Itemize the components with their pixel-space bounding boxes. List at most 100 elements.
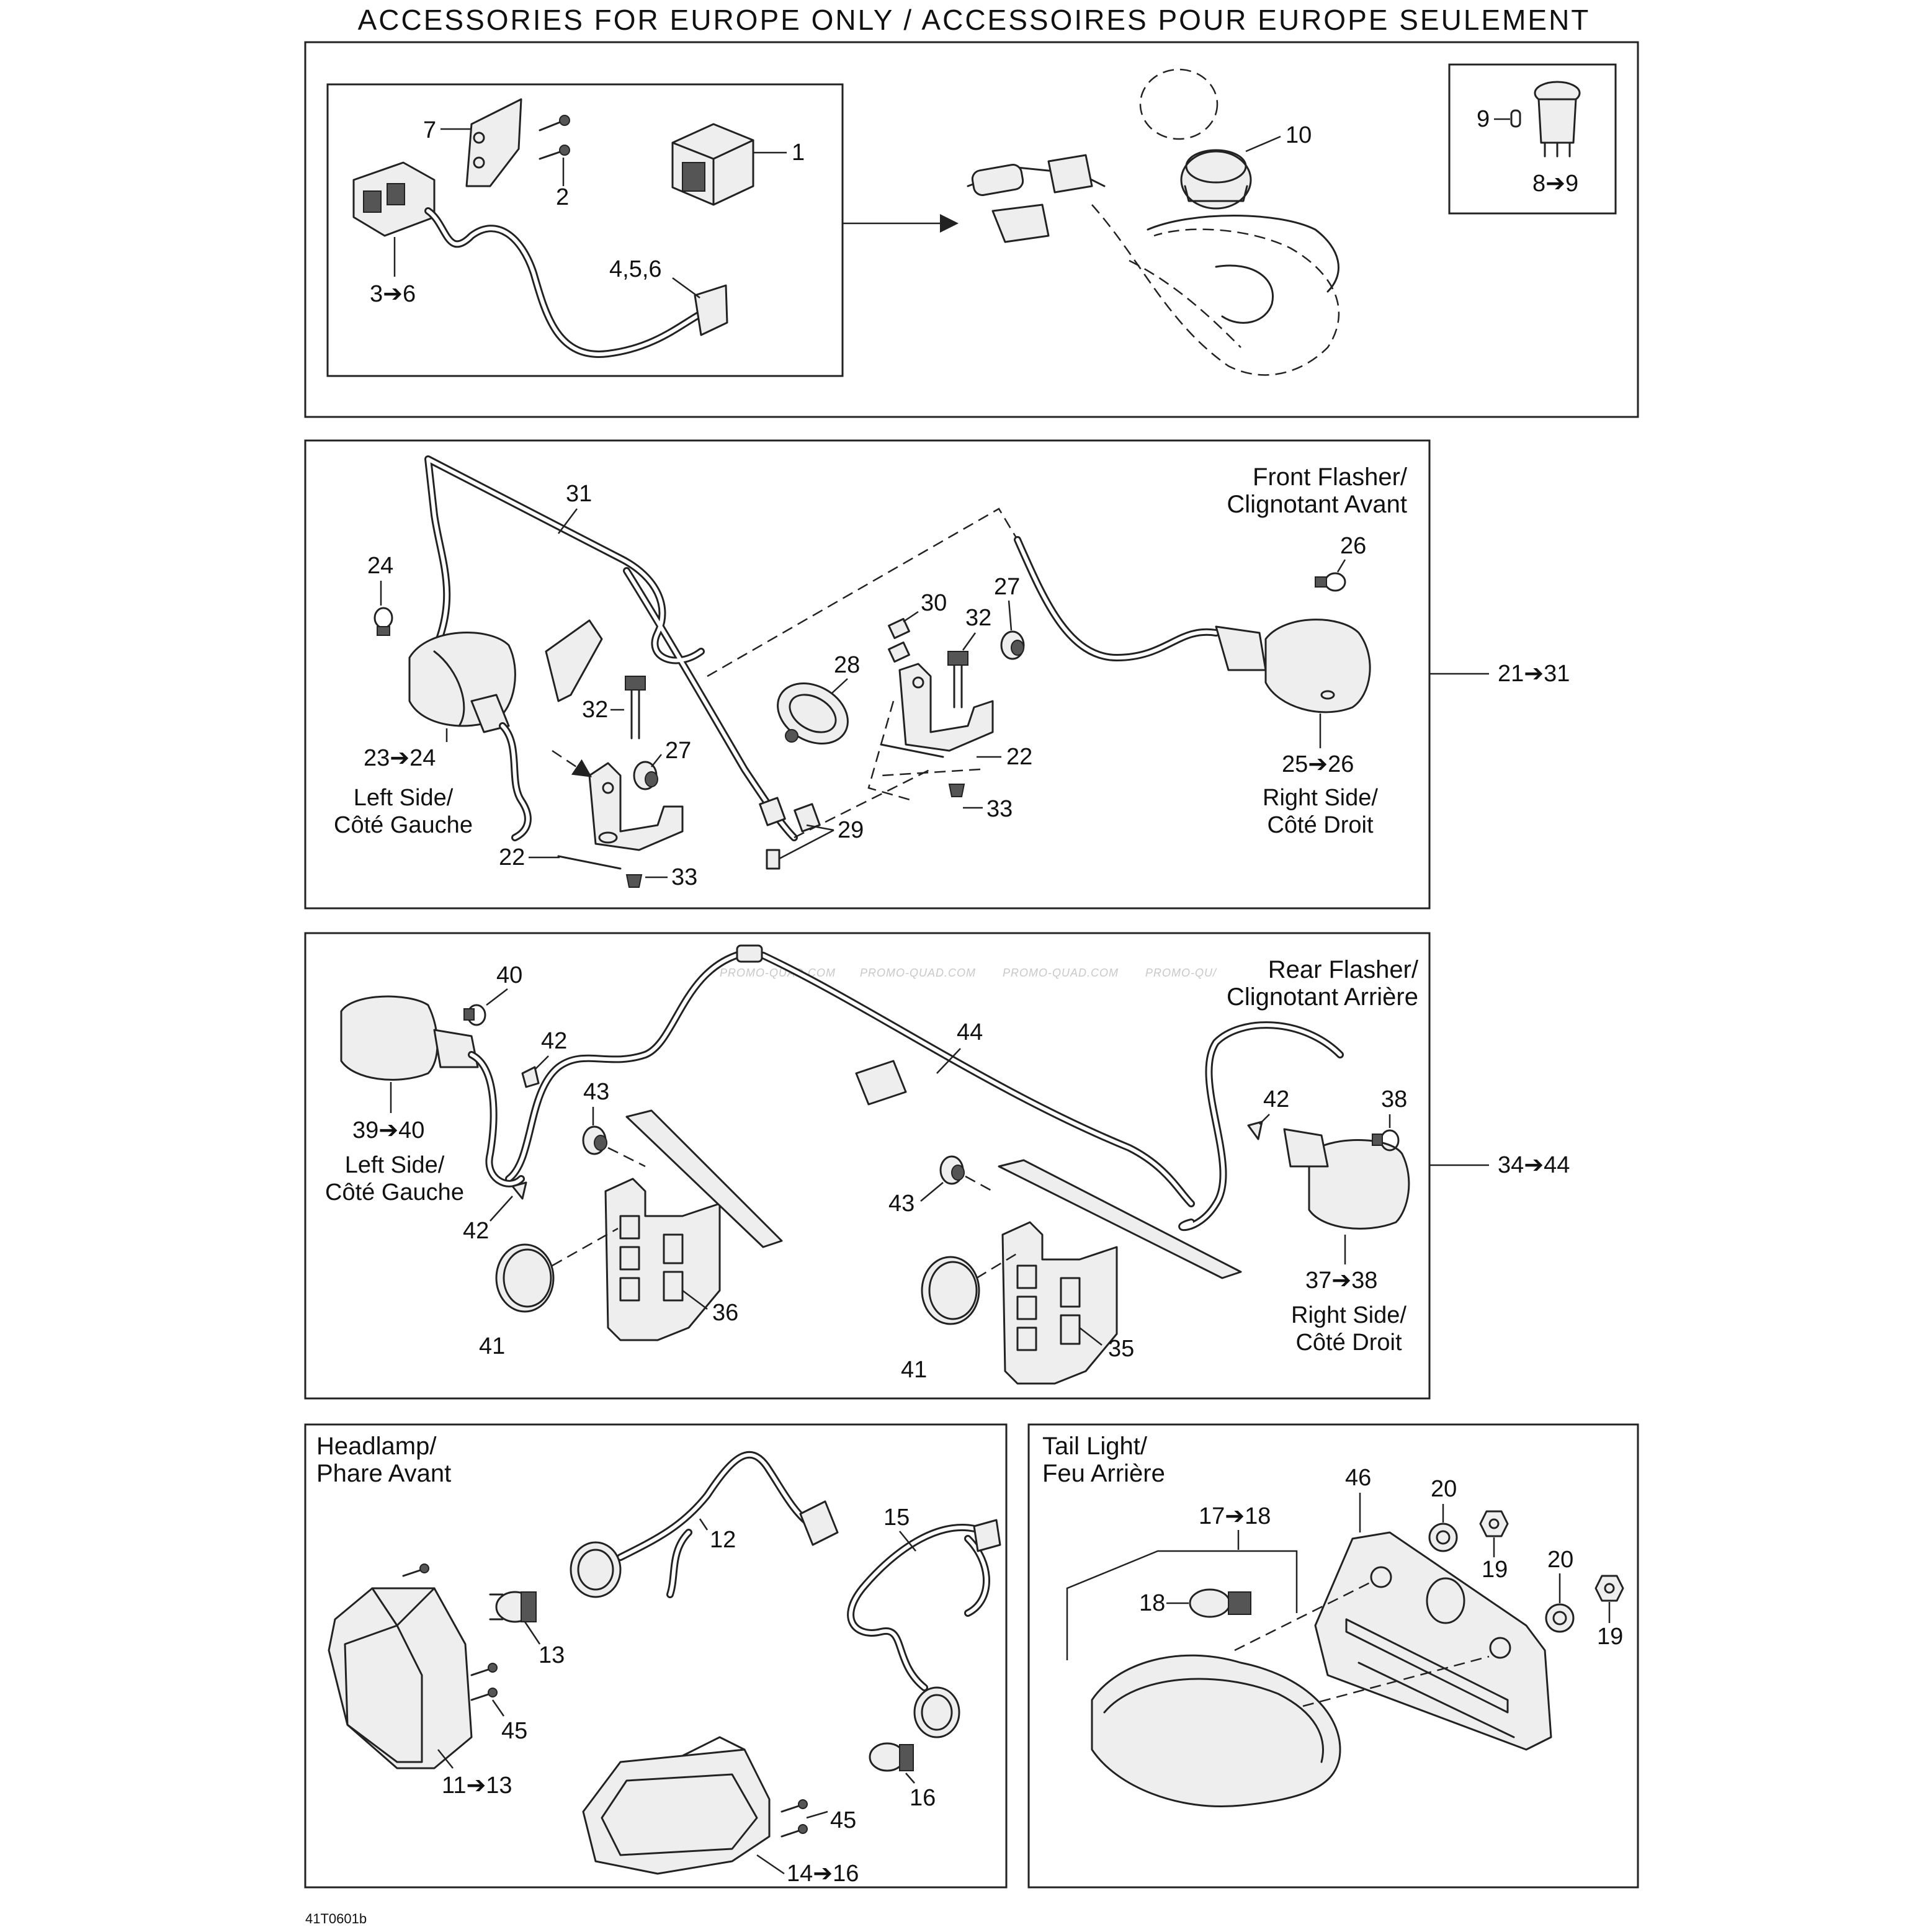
connector-part bbox=[545, 619, 603, 702]
callout-26: 26 bbox=[1340, 533, 1366, 559]
callout-16: 16 bbox=[910, 1785, 936, 1811]
bolt-part-32-right bbox=[947, 651, 968, 709]
callout-32-right: 32 bbox=[965, 605, 991, 631]
rear-flasher-title-1: Rear Flasher/ bbox=[1268, 956, 1419, 983]
watermark-1: PROMO-QUAD.COM bbox=[720, 967, 836, 979]
range-21-31: 21➔31 bbox=[1498, 661, 1570, 687]
watermark-2: PROMO-QUAD.COM bbox=[860, 967, 976, 979]
harness-dashed-route bbox=[707, 508, 1019, 678]
bulb-part-13 bbox=[489, 1591, 537, 1623]
callout-20-a: 20 bbox=[1431, 1476, 1457, 1502]
clip-part-29 bbox=[759, 797, 821, 870]
panel-top-small-inset bbox=[1448, 63, 1617, 215]
callout-41-left: 41 bbox=[479, 1333, 505, 1359]
callout-32-left: 32 bbox=[582, 697, 608, 723]
callout-19-a: 19 bbox=[1482, 1557, 1508, 1583]
callout-39-40: 39➔40 bbox=[352, 1117, 424, 1143]
callout-41-right: 41 bbox=[901, 1357, 927, 1383]
callout-11-13: 11➔13 bbox=[442, 1773, 512, 1799]
bracket-part-35 bbox=[998, 1159, 1242, 1385]
callout-35: 35 bbox=[1108, 1336, 1134, 1362]
callout-45-b: 45 bbox=[830, 1807, 856, 1833]
callout-33-right: 33 bbox=[986, 796, 1013, 822]
headlamp-housing-part-14 bbox=[582, 1736, 771, 1875]
callout-14-16: 14➔16 bbox=[787, 1861, 859, 1887]
right-front-flasher-lamp bbox=[1215, 619, 1371, 713]
rear-flasher-title-2: Clignotant Arrière bbox=[1227, 983, 1418, 1011]
bulb-part-40 bbox=[463, 1004, 486, 1026]
grommet-part-27-right bbox=[1000, 630, 1025, 660]
tail-light-title-2: Feu Arrière bbox=[1042, 1460, 1165, 1487]
bulb-part-38 bbox=[1372, 1129, 1400, 1152]
cap-part-10 bbox=[1139, 68, 1252, 210]
callout-3-6: 3➔6 bbox=[370, 281, 416, 307]
callout-20-b: 20 bbox=[1547, 1547, 1573, 1573]
harness-part-15 bbox=[847, 1524, 990, 1691]
callout-23-24: 23➔24 bbox=[364, 745, 436, 771]
callout-37-38: 37➔38 bbox=[1305, 1268, 1377, 1294]
harness-part-44 bbox=[505, 949, 1195, 1207]
callout-1: 1 bbox=[792, 140, 805, 166]
panel-headlamp: Headlamp/ Phare Avant bbox=[304, 1423, 1008, 1889]
bulb-part-18 bbox=[1189, 1588, 1251, 1618]
callout-28: 28 bbox=[834, 652, 860, 678]
right-side-label-rear-1: Right Side/ bbox=[1291, 1302, 1407, 1328]
watermark-4: PROMO-QU/ bbox=[1145, 967, 1217, 979]
bulb-part-16 bbox=[869, 1686, 960, 1772]
front-flasher-title-1: Front Flasher/ bbox=[1253, 463, 1408, 491]
headlamp-housing-part-11 bbox=[328, 1587, 473, 1769]
grommet-part-43-left bbox=[582, 1125, 607, 1155]
panel-tail-frame bbox=[1027, 1423, 1639, 1889]
bulb-part-24 bbox=[373, 607, 393, 636]
nut-part-33-right bbox=[948, 784, 965, 797]
bracket-part-22-left bbox=[557, 762, 684, 870]
panel-top-inset bbox=[326, 83, 844, 377]
screw-part-2 bbox=[539, 115, 570, 160]
panel-rear-flasher: PROMO-QUAD.COM PROMO-QUAD.COM PROMO-QUAD… bbox=[304, 932, 1570, 1400]
callout-12: 12 bbox=[710, 1527, 736, 1553]
callout-22-left: 22 bbox=[499, 844, 525, 870]
callout-42-c: 42 bbox=[1263, 1086, 1289, 1112]
right-side-label-rear-2: Côté Droit bbox=[1295, 1330, 1402, 1356]
callout-42-a: 42 bbox=[541, 1028, 567, 1054]
callout-8-9: 8➔9 bbox=[1532, 171, 1578, 197]
callout-15: 15 bbox=[883, 1505, 910, 1531]
nut-part-19-b bbox=[1594, 1575, 1624, 1602]
switch-assembly-part bbox=[352, 161, 728, 358]
right-side-label-1: Right Side/ bbox=[1263, 785, 1378, 811]
callout-42-b: 42 bbox=[463, 1218, 489, 1244]
callout-30: 30 bbox=[921, 590, 947, 616]
callout-2: 2 bbox=[556, 184, 569, 210]
connector-part-12 bbox=[799, 1500, 839, 1546]
callout-46: 46 bbox=[1345, 1465, 1371, 1491]
callout-29: 29 bbox=[838, 817, 864, 843]
headlamp-title-2: Phare Avant bbox=[316, 1460, 451, 1487]
callout-45-a: 45 bbox=[501, 1718, 527, 1744]
cover-part-28 bbox=[777, 682, 849, 745]
callout-40: 40 bbox=[496, 962, 522, 988]
grommet-part-43-right bbox=[939, 1155, 965, 1185]
callout-27-right: 27 bbox=[994, 574, 1020, 600]
nut-part-33-left bbox=[625, 874, 643, 888]
watermark-3: PROMO-QUAD.COM bbox=[1003, 967, 1119, 979]
callout-33-left: 33 bbox=[671, 864, 697, 890]
bolt-part-32-left bbox=[625, 676, 646, 740]
panel-headlamp-frame bbox=[304, 1423, 1008, 1889]
handlebar-assembly bbox=[967, 154, 1340, 376]
panel-top-frame bbox=[304, 41, 1639, 418]
tail-light-lens-part-17 bbox=[1091, 1654, 1341, 1808]
callout-38: 38 bbox=[1381, 1086, 1407, 1112]
right-rear-flasher-lamp bbox=[1283, 1128, 1410, 1230]
relay-part bbox=[671, 123, 754, 206]
callout-7: 7 bbox=[423, 117, 436, 143]
range-34-44: 34➔44 bbox=[1498, 1152, 1570, 1178]
panel-tail-light: Tail Light/ Feu Arrière bbox=[1027, 1423, 1639, 1889]
grommet-part-27-left bbox=[633, 761, 658, 790]
front-flasher-title-2: Clignotant Avant bbox=[1227, 491, 1407, 518]
panel-top-accessories: 1 7 2 3➔6 4,5,6 10 9 8➔9 bbox=[304, 41, 1639, 418]
right-side-label-2: Côté Droit bbox=[1267, 812, 1373, 838]
left-side-label-1: Left Side/ bbox=[354, 785, 454, 811]
left-side-label-rear-1: Left Side/ bbox=[345, 1152, 445, 1178]
clip-part-42-c bbox=[1247, 1120, 1263, 1140]
